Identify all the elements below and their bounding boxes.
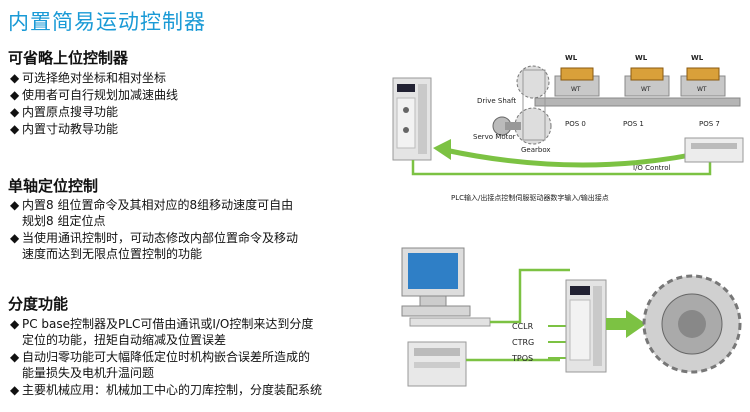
servo-drive-image — [565, 279, 607, 373]
bullet-continuation: 定位的功能，扭矩自动缩减及位置误差 — [22, 333, 227, 347]
signal-label: TPOS — [511, 354, 533, 363]
pos-label: POS 0 — [565, 120, 586, 128]
bullet-continuation: 能量损失及电机升温问题 — [22, 366, 155, 380]
bullet-item: ◆自动归零功能可大幅降低定位时机构嵌合误差所造成的 — [10, 350, 311, 364]
io-control-label: I/O Control — [633, 164, 671, 172]
wl-label: WL — [565, 54, 578, 62]
work-table — [554, 67, 726, 97]
wt-label: WT — [571, 86, 581, 93]
positioning-diagram: Drive Shaft Servo Motor Gearbox WL WL WL… — [392, 54, 744, 202]
wl-label: WL — [691, 54, 704, 62]
ball-screw — [534, 97, 741, 107]
servo-motor-image — [492, 116, 521, 136]
bullet-item: ◆内置8 组位置命令及其相对应的8组移动速度可自由 — [10, 198, 294, 212]
bullet-item: ◆使用者可自行规划加减速曲线 — [10, 88, 179, 102]
wt-label: WT — [697, 86, 707, 93]
bullet-continuation: 规划8 组定位点 — [22, 214, 106, 228]
output-arrow — [606, 310, 646, 338]
plc-image — [407, 341, 467, 387]
bullet-item: ◆可选择绝对坐标和相对坐标 — [10, 71, 167, 85]
bullet-item: ◆主要机械应用：机械加工中心的刀库控制，分度装配系统 — [10, 383, 323, 397]
wt-label: WT — [641, 86, 651, 93]
bullet-item: ◆内置寸动教导功能 — [10, 122, 119, 136]
drive-shaft-label: Drive Shaft — [477, 97, 516, 105]
pos-label: POS 7 — [699, 120, 720, 128]
pc-cable — [490, 268, 570, 324]
page-title: 内置简易运动控制器 — [8, 10, 206, 34]
section-header-3: 分度功能 — [8, 295, 69, 313]
indexing-diagram: CCLR CTRG TPOS — [401, 247, 742, 387]
wl-label: WL — [635, 54, 648, 62]
bullet-item: ◆内置原点搜寻功能 — [10, 105, 119, 119]
section-header-1: 可省略上位控制器 — [8, 49, 129, 67]
signal-label: CCLR — [512, 322, 534, 331]
feedback-arrow — [444, 147, 716, 168]
bullet-continuation: 速度而达到无限点位置控制的功能 — [22, 247, 203, 261]
bullet-item: ◆当使用通讯控制时，可动态修改内部位置命令及移动 — [10, 231, 299, 245]
pc-image — [401, 247, 491, 327]
diagram-caption: PLC输入/出接点控制伺服驱动器数字输入/输出接点 — [451, 193, 609, 202]
servo-motor-label: Servo Motor — [473, 133, 516, 141]
gearbox-label: Gearbox — [521, 146, 551, 154]
plc-image — [684, 137, 744, 163]
pos-label: POS 1 — [623, 120, 644, 128]
arrow-head — [433, 139, 451, 160]
servo-drive-image — [392, 77, 432, 161]
signal-label: CTRG — [512, 338, 534, 347]
io-cable — [411, 160, 712, 176]
gearbox-image — [514, 65, 552, 145]
index-wheel-image — [642, 274, 742, 374]
section-header-2: 单轴定位控制 — [8, 177, 99, 195]
bullet-item: ◆PC base控制器及PLC可借由通讯或I/O控制来达到分度 — [10, 317, 314, 331]
